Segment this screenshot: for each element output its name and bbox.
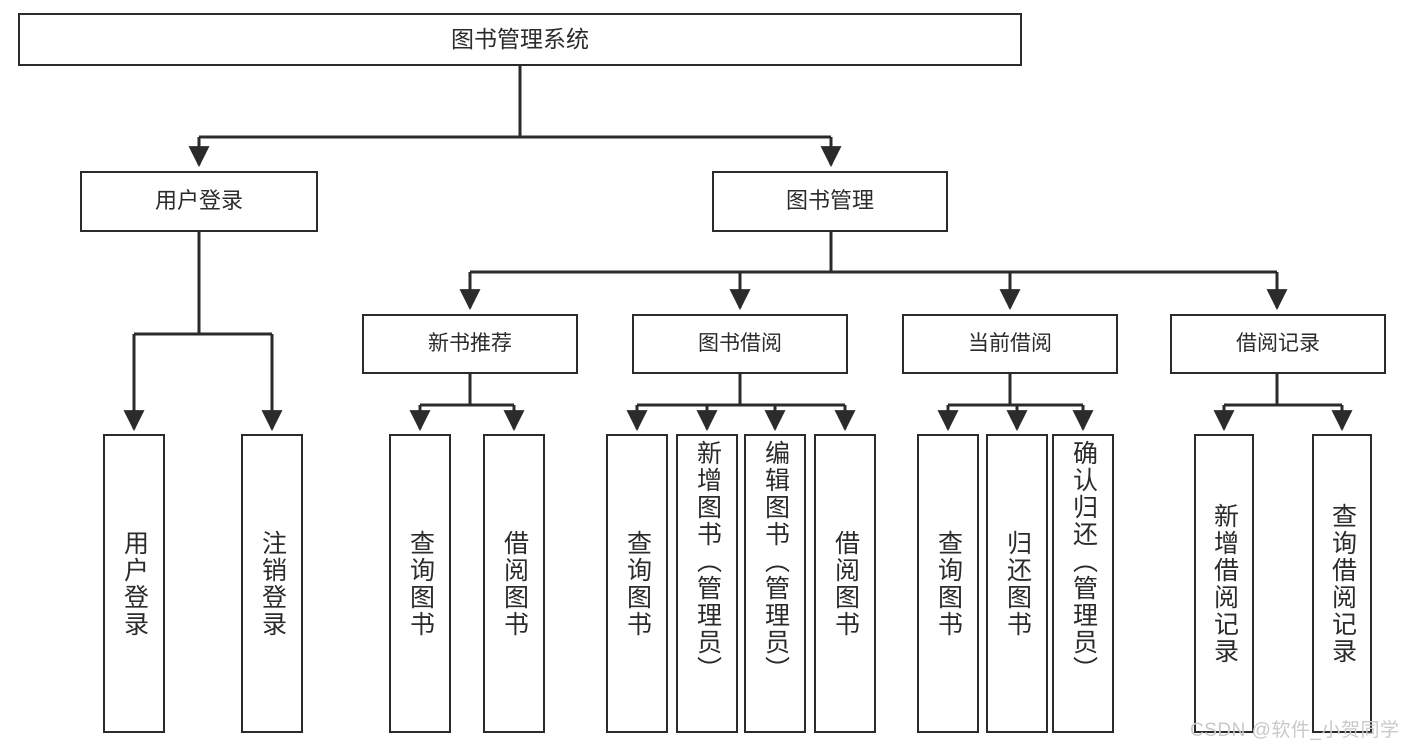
leaf-confirm-return-admin[interactable]: 确认归还（管理员） bbox=[1052, 434, 1114, 733]
node-book-borrow[interactable]: 图书借阅 bbox=[632, 314, 848, 374]
node-book-borrow-label: 图书借阅 bbox=[698, 332, 782, 356]
leaf-query-book-rec[interactable]: 查询图书 bbox=[389, 434, 451, 733]
leaf-user-login-label: 用户登录 bbox=[120, 529, 149, 638]
leaf-add-book-admin-label: 新增图书（管理员） bbox=[693, 440, 722, 683]
leaf-borrow-book-rec-label: 借阅图书 bbox=[500, 529, 529, 638]
leaf-return-book-label: 归还图书 bbox=[1003, 529, 1032, 638]
leaf-borrow-book-rec[interactable]: 借阅图书 bbox=[483, 434, 545, 733]
leaf-logout[interactable]: 注销登录 bbox=[241, 434, 303, 733]
node-borrow-record[interactable]: 借阅记录 bbox=[1170, 314, 1386, 374]
leaf-add-borrow-record-label: 新增借阅记录 bbox=[1210, 502, 1239, 665]
leaf-query-book-current[interactable]: 查询图书 bbox=[917, 434, 979, 733]
node-book-management[interactable]: 图书管理 bbox=[712, 171, 948, 232]
node-new-book-recommend-label: 新书推荐 bbox=[428, 332, 512, 356]
csdn-watermark: CSDN @软件_小贺同学 bbox=[1190, 720, 1400, 741]
node-borrow-record-label: 借阅记录 bbox=[1236, 332, 1320, 356]
leaf-query-borrow-record-label: 查询借阅记录 bbox=[1328, 502, 1357, 665]
leaf-query-borrow-record[interactable]: 查询借阅记录 bbox=[1312, 434, 1372, 733]
node-root-label: 图书管理系统 bbox=[451, 25, 589, 52]
leaf-return-book[interactable]: 归还图书 bbox=[986, 434, 1048, 733]
leaf-borrow-book[interactable]: 借阅图书 bbox=[814, 434, 876, 733]
leaf-query-book-rec-label: 查询图书 bbox=[406, 529, 435, 638]
leaf-add-book-admin[interactable]: 新增图书（管理员） bbox=[676, 434, 738, 733]
node-current-borrow-label: 当前借阅 bbox=[968, 332, 1052, 356]
leaf-query-book-borrow-label: 查询图书 bbox=[623, 529, 652, 638]
node-root[interactable]: 图书管理系统 bbox=[18, 13, 1022, 66]
leaf-edit-book-admin[interactable]: 编辑图书（管理员） bbox=[744, 434, 806, 733]
leaf-confirm-return-admin-label: 确认归还（管理员） bbox=[1069, 440, 1098, 683]
leaf-user-login[interactable]: 用户登录 bbox=[103, 434, 165, 733]
node-user-login[interactable]: 用户登录 bbox=[80, 171, 318, 232]
leaf-logout-label: 注销登录 bbox=[258, 529, 287, 638]
node-new-book-recommend[interactable]: 新书推荐 bbox=[362, 314, 578, 374]
leaf-edit-book-admin-label: 编辑图书（管理员） bbox=[761, 440, 790, 683]
leaf-borrow-book-label: 借阅图书 bbox=[831, 529, 860, 638]
node-book-management-label: 图书管理 bbox=[785, 188, 874, 214]
node-user-login-label: 用户登录 bbox=[154, 188, 243, 214]
leaf-add-borrow-record[interactable]: 新增借阅记录 bbox=[1194, 434, 1254, 733]
leaf-query-book-current-label: 查询图书 bbox=[934, 529, 963, 638]
leaf-query-book-borrow[interactable]: 查询图书 bbox=[606, 434, 668, 733]
node-current-borrow[interactable]: 当前借阅 bbox=[902, 314, 1118, 374]
